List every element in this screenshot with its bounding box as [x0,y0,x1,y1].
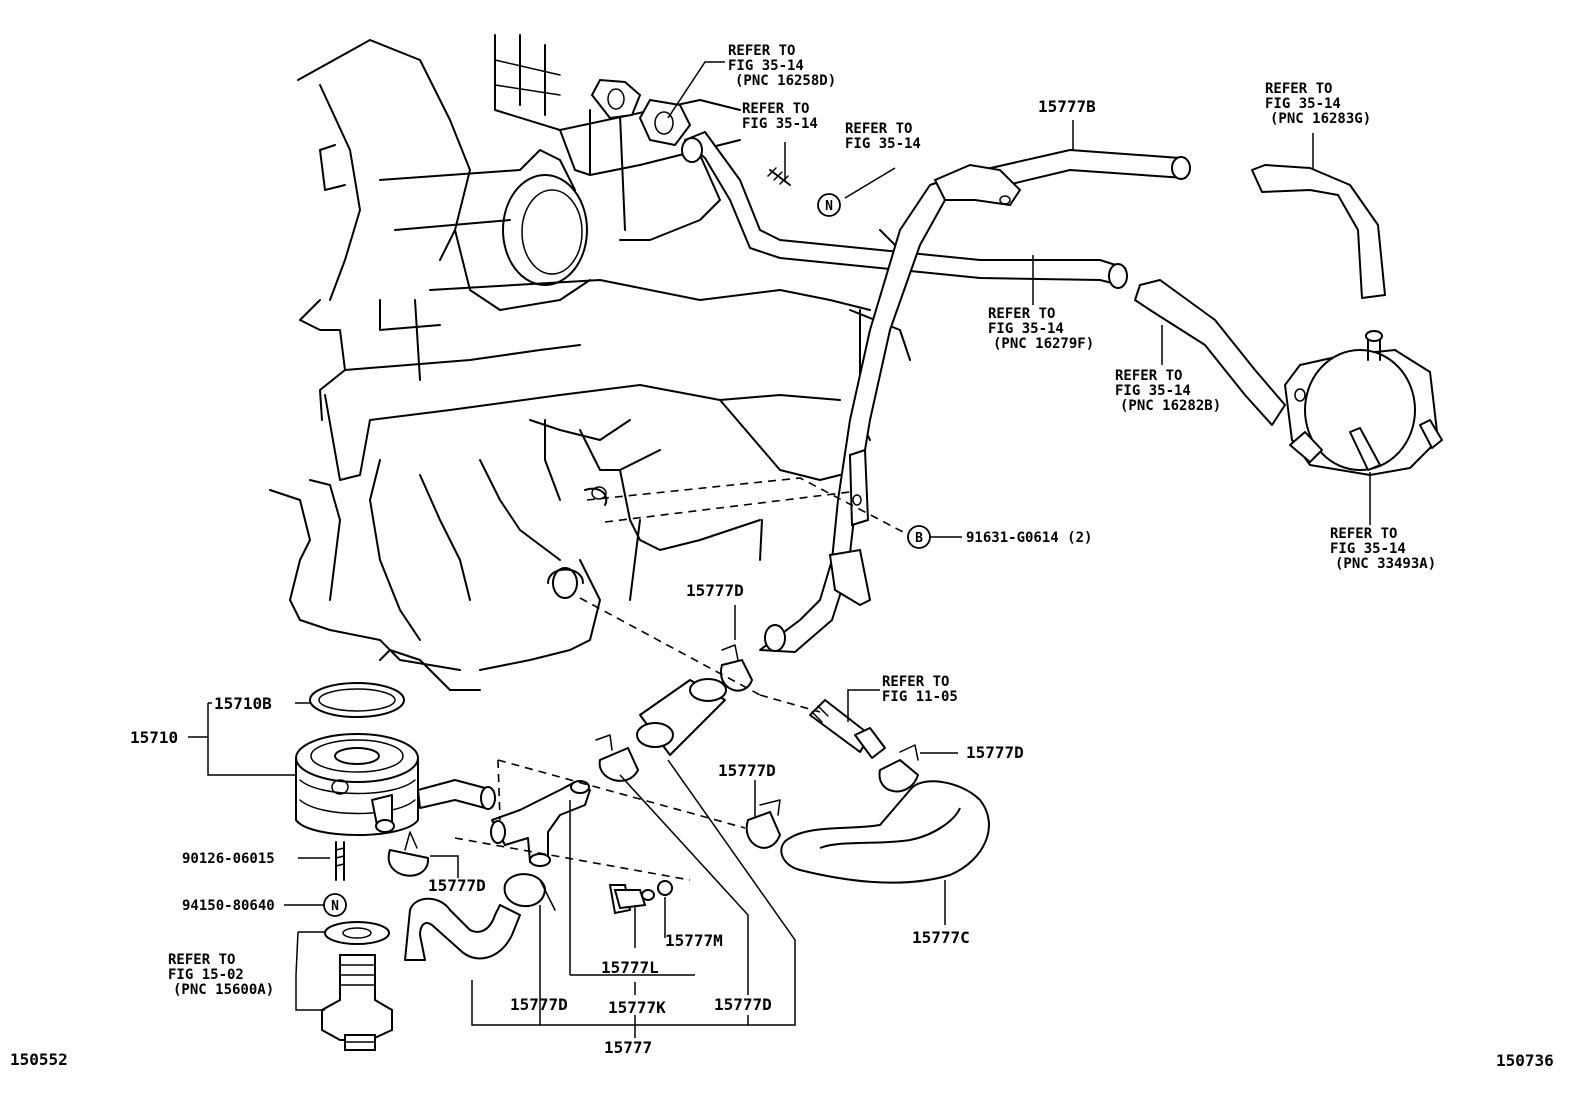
ref-16279f: REFER TO FIG 35-14 (PNC 16279F) [988,306,1094,352]
ref-16283g: REFER TO FIG 35-14 (PNC 16283G) [1265,81,1371,127]
gasket-left-icon [590,78,642,120]
part-15710: 15710 [130,728,178,747]
dashed-guide-lines [454,477,906,881]
engine-block-drawing [269,34,911,691]
part-94150-80640: 94150-80640 [182,898,275,914]
part-15777d-c: 15777D [718,761,776,780]
coolant-pipe-upper [590,78,1128,289]
part-15777m: 15777M [665,931,723,950]
marker-b: B [907,525,931,549]
image-id-left: 150552 [10,1050,68,1069]
oil-cooler-15710 [295,682,496,1051]
ref-16258d: REFER TO FIG 35-14 (PNC 16258D) [728,43,836,89]
clamp-icon [878,758,920,793]
coolant-pipe-15777b [759,149,1191,653]
ref-fig11-05: REFER TO FIG 11-05 [882,674,958,705]
clamp-icon [387,848,430,877]
reservoir-33493a [1284,330,1443,476]
marker-n-upper: N [817,193,841,217]
part-15777l: 15777L [601,958,659,977]
ref-fig35-14-b: REFER TO FIG 35-14 [845,121,921,152]
lower-hose-assembly [387,644,990,961]
part-15777d-e: 15777D [510,995,568,1014]
svg-text:B: B [915,531,923,546]
part-15777d-f: 15777D [714,995,772,1014]
marker-n-lower: N [323,893,347,917]
part-15710b: 15710B [214,694,272,713]
part-91631-g0614: 91631-G0614 (2) [966,530,1092,546]
part-15777d-b: 15777D [966,743,1024,762]
part-90126-06015: 90126-06015 [182,851,275,867]
clamp-icon [745,810,782,849]
clamp-icon [503,873,547,907]
part-15777d-d: 15777D [428,876,486,895]
part-15777: 15777 [604,1038,652,1057]
ref-fig35-14-a: REFER TO FIG 35-14 [742,101,818,132]
clamp-icon [598,746,640,782]
part-15777b: 15777B [1038,97,1096,116]
gasket-right-icon [638,98,692,147]
part-15777c: 15777C [912,928,970,947]
svg-text:N: N [825,199,833,214]
part-15777k: 15777K [608,998,666,1017]
svg-text:N: N [331,899,339,914]
ref-33493a: REFER TO FIG 35-14 (PNC 33493A) [1330,526,1436,572]
ref-16282b: REFER TO FIG 35-14 (PNC 16282B) [1115,368,1221,414]
hose-16283g [1251,164,1386,299]
ref-15600a: REFER TO FIG 15-02 (PNC 15600A) [168,952,274,998]
part-15777d-a: 15777D [686,581,744,600]
hose-16282b [1134,279,1286,426]
leader-lines [188,61,1371,1038]
image-id-right: 150736 [1496,1051,1554,1070]
